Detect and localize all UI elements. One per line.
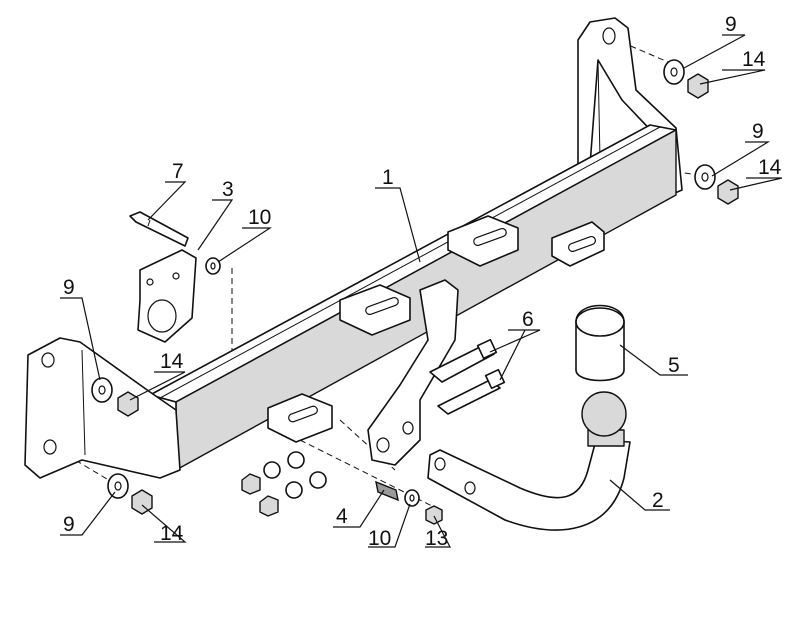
socket-plate: [137, 249, 197, 343]
callout-9-top-right: 9: [725, 13, 737, 36]
callout-10-lower: 10: [368, 527, 391, 550]
fasteners: [91, 59, 739, 525]
callout-14-upper-left: 14: [160, 350, 184, 373]
callout-5: 5: [668, 354, 680, 377]
bolts-6: [429, 338, 506, 415]
ball-cover: [575, 304, 625, 382]
callout-3: 3: [222, 178, 234, 201]
tow-arm: [427, 391, 631, 531]
callout-14-lower-left: 14: [160, 522, 184, 545]
callout-9-lower-left: 9: [63, 513, 75, 536]
callout-9-upper-left: 9: [63, 276, 75, 299]
callout-6: 6: [522, 308, 534, 331]
callout-1: 1: [382, 166, 394, 189]
bolt-7: [129, 211, 189, 247]
callout-9-mid-right: 9: [752, 120, 764, 143]
callout-4: 4: [336, 505, 348, 528]
beam-clips: [267, 215, 605, 443]
callout-14-top-right: 14: [742, 48, 766, 71]
callout-labels: 7 3 10 1 6 5 2 9 14 9 14 9 14 9 14 4 10 …: [63, 13, 782, 550]
callout-2: 2: [652, 489, 664, 512]
drop-plate: [367, 279, 459, 466]
callout-7: 7: [172, 160, 184, 183]
leader-lines: [60, 34, 783, 548]
left-bracket: [24, 337, 181, 479]
callout-10-upper: 10: [248, 206, 271, 229]
callout-13: 13: [425, 527, 448, 550]
callout-14-mid-right: 14: [758, 156, 782, 179]
